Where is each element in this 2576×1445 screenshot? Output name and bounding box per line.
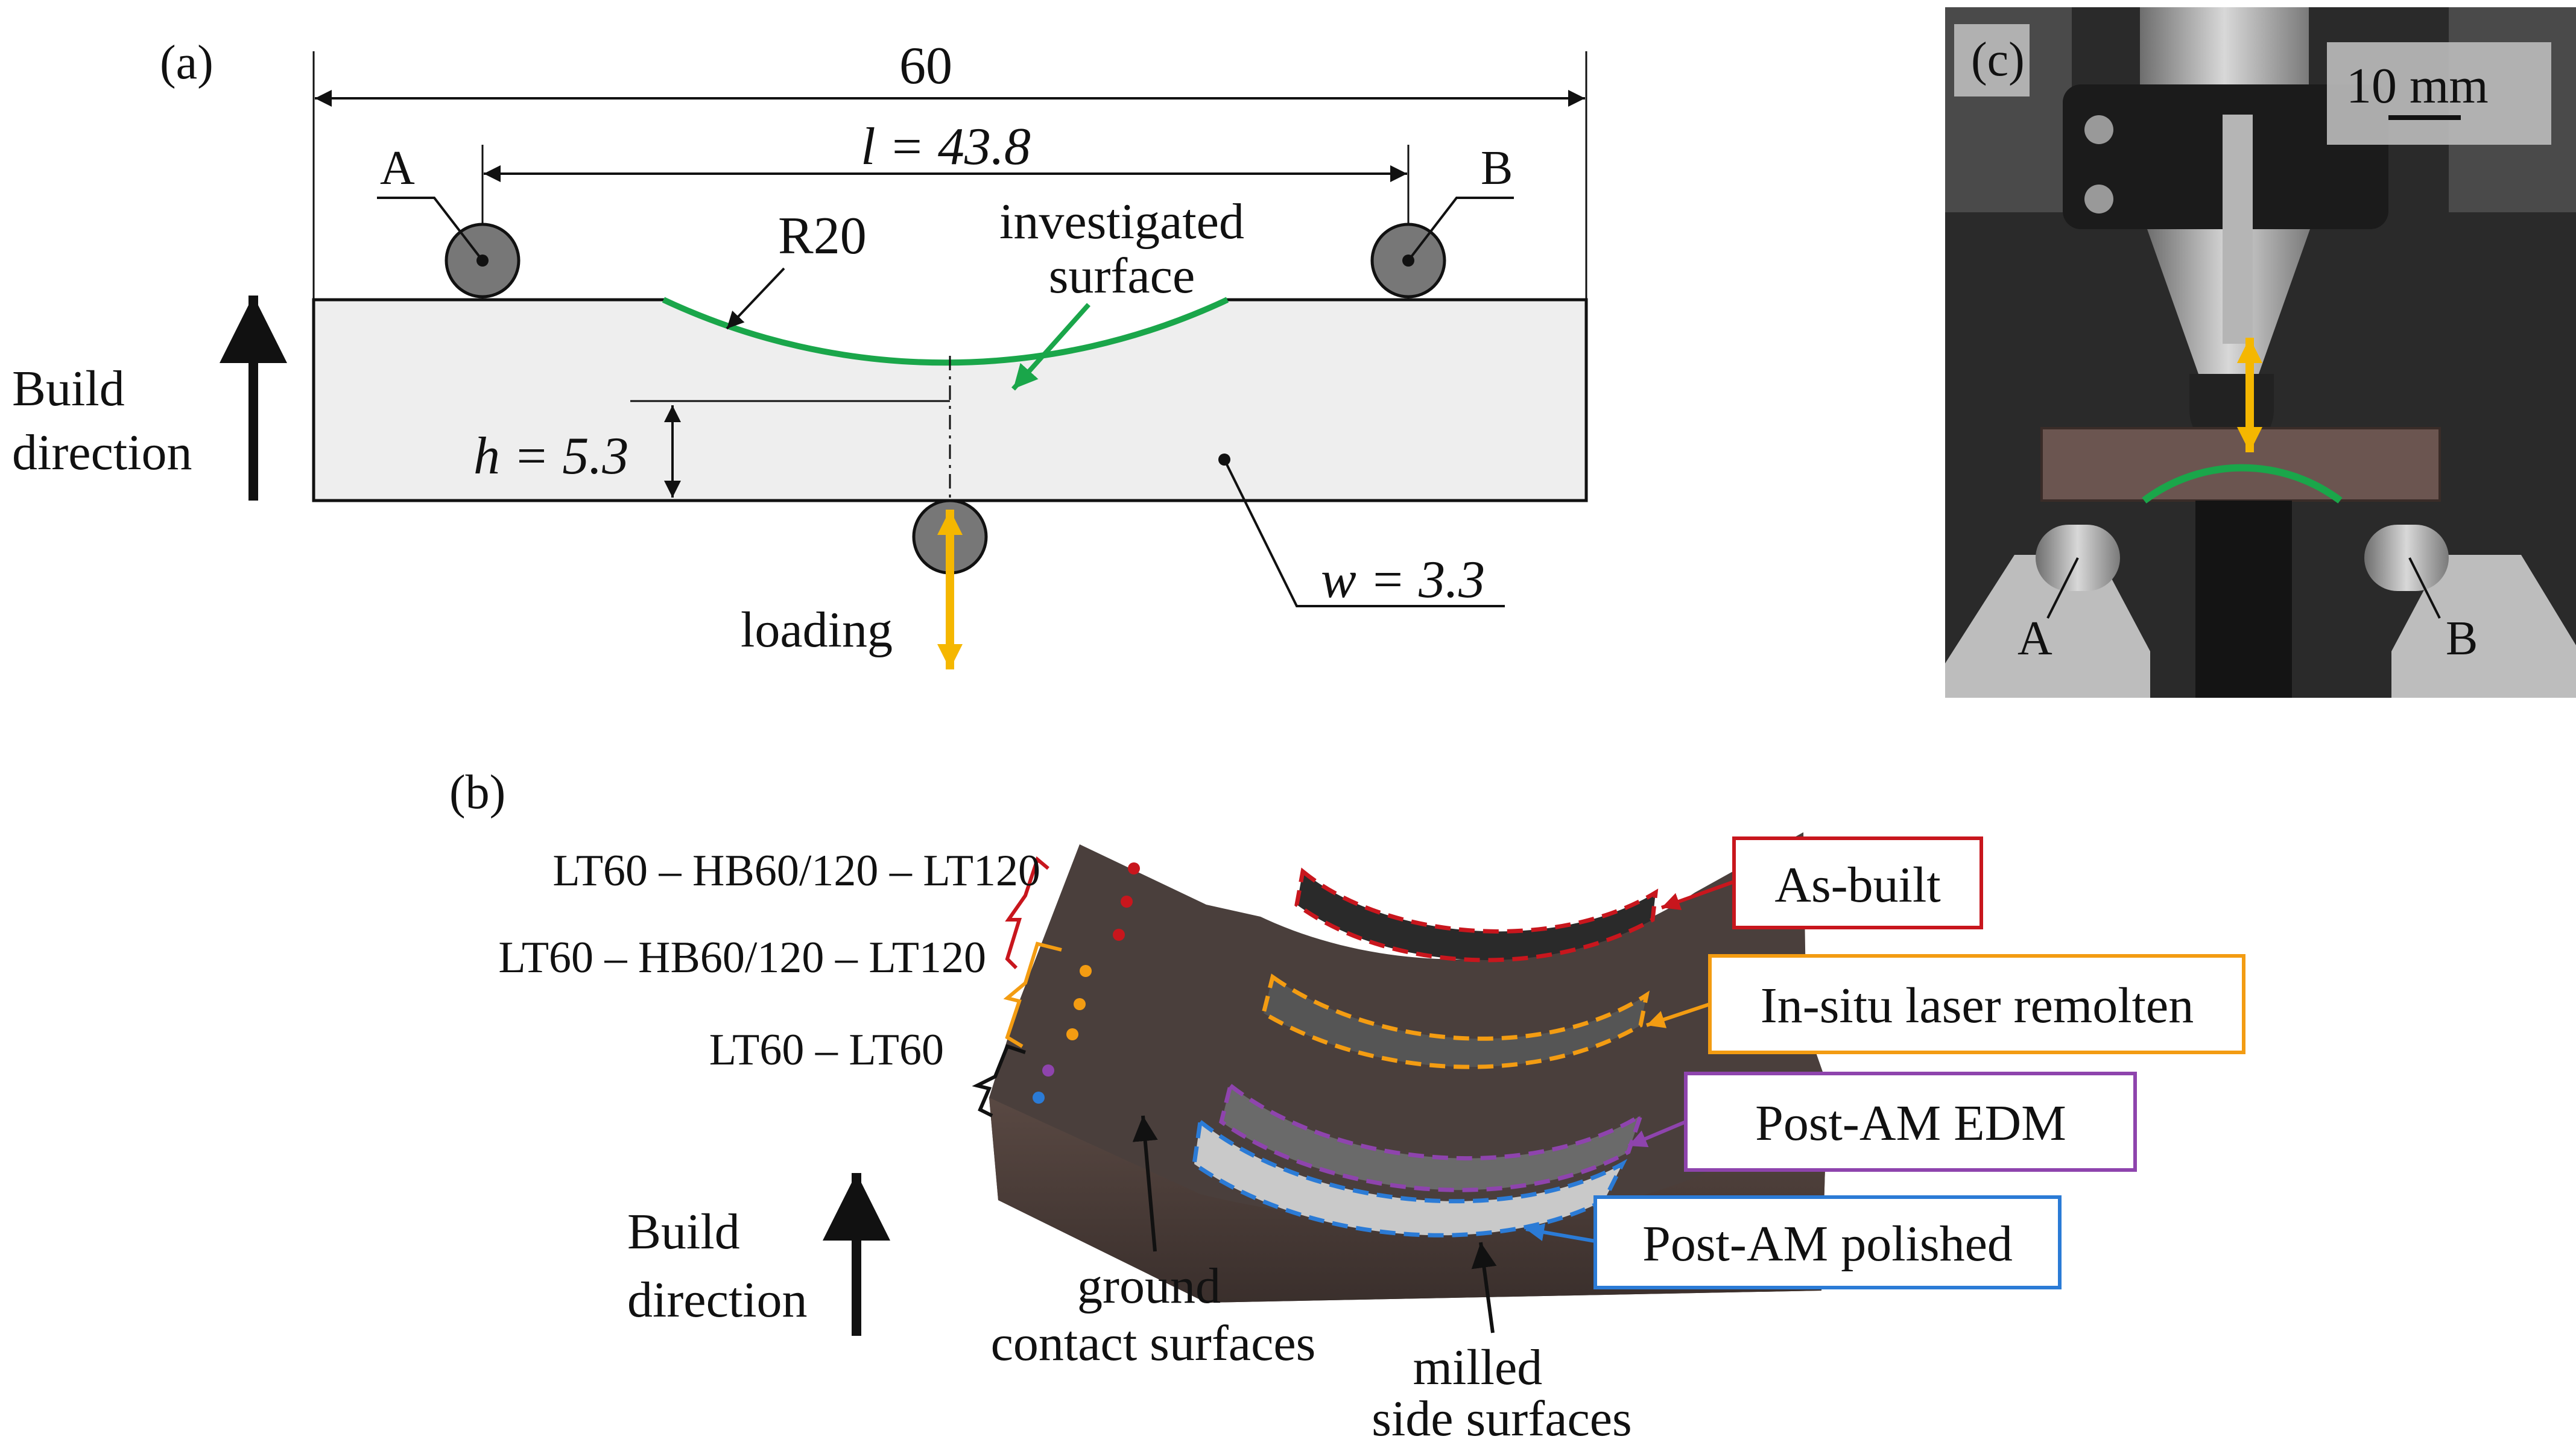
milled-label-2: side surfaces bbox=[1372, 1391, 1631, 1445]
scale-box bbox=[2327, 42, 2551, 145]
box-remolten-text: In-situ laser remolten bbox=[1761, 978, 2194, 1034]
build-b-label-1: Build bbox=[627, 1204, 740, 1260]
radius-leader bbox=[726, 267, 785, 330]
ground-label-2: contact surfaces bbox=[991, 1315, 1316, 1371]
height-label: h = 5.3 bbox=[473, 427, 628, 485]
photo-label-b: B bbox=[2446, 612, 2478, 665]
dot-orange-3 bbox=[1066, 1028, 1078, 1040]
bracket-group-2 bbox=[1003, 941, 1062, 1048]
ram-thread bbox=[2223, 115, 2253, 344]
panel-b: (b) LT60 – HB60/120 – LT120 LT60 – HB60/… bbox=[449, 766, 2245, 1445]
clamp-screw-2 bbox=[2084, 185, 2113, 213]
arrow-polished bbox=[1525, 1223, 1596, 1243]
investigated-surface-arc bbox=[662, 297, 1229, 366]
box-polished bbox=[1593, 1195, 2062, 1289]
center-post bbox=[2195, 501, 2292, 698]
radius-label: R20 bbox=[778, 207, 867, 265]
ram bbox=[2140, 7, 2309, 98]
box-polished-text: Post-AM polished bbox=[1642, 1216, 2013, 1272]
arrow-remolten bbox=[1646, 1002, 1710, 1028]
arrow-as-built bbox=[1660, 880, 1735, 911]
width-label: w = 3.3 bbox=[1321, 551, 1485, 609]
build-label-1: Build bbox=[12, 361, 125, 417]
arrow-edm bbox=[1627, 1120, 1687, 1148]
photo-leader-a bbox=[2046, 557, 2079, 619]
photo-leader-b bbox=[2408, 557, 2441, 619]
dot-purple-1 bbox=[1042, 1064, 1054, 1077]
dim-l-text: l = 43.8 bbox=[861, 118, 1031, 176]
box-as-built-text: As-built bbox=[1774, 857, 1940, 913]
dot-red-3 bbox=[1113, 929, 1125, 941]
box-edm bbox=[1684, 1072, 2137, 1172]
leader-b bbox=[1407, 197, 1514, 262]
build-label-2: direction bbox=[12, 425, 192, 481]
leader-a bbox=[377, 197, 484, 262]
label-c-box bbox=[1954, 24, 2030, 96]
width-leader bbox=[1223, 459, 1505, 607]
block-top bbox=[989, 832, 1828, 1303]
panel-c: A B (c) 10 mm bbox=[1945, 7, 2576, 698]
milled-arrow bbox=[1471, 1242, 1497, 1333]
outline-remolten bbox=[1261, 973, 1650, 1069]
track-edm bbox=[1221, 1086, 1641, 1190]
bracket-group-1 bbox=[1005, 856, 1049, 970]
panel-b-label: (b) bbox=[449, 766, 505, 819]
loading-label: loading bbox=[741, 602, 893, 658]
dot-orange-1 bbox=[1080, 965, 1092, 977]
dot-orange-2 bbox=[1074, 998, 1086, 1010]
group-2-label: LT60 – HB60/120 – LT120 bbox=[498, 933, 986, 982]
outline-edm bbox=[1219, 1081, 1645, 1192]
width-dot bbox=[1218, 454, 1230, 466]
label-b: B bbox=[1481, 142, 1513, 195]
box-as-built bbox=[1732, 836, 1983, 929]
box-edm-text: Post-AM EDM bbox=[1755, 1095, 2066, 1151]
dot-blue-1 bbox=[1033, 1092, 1045, 1104]
investigated-label-1: investigated bbox=[999, 194, 1244, 250]
clamp-screw-1 bbox=[2084, 115, 2113, 144]
photo-arc bbox=[2142, 464, 2343, 504]
panel-a: (a) 60 l = 43.8 A B R20 investigated sur… bbox=[12, 36, 1588, 669]
scale-label: 10 mm bbox=[2346, 58, 2489, 114]
panel-a-label: (a) bbox=[160, 36, 214, 89]
build-b-label-2: direction bbox=[627, 1272, 808, 1328]
support-block-left bbox=[1945, 555, 2150, 698]
group-1-label: LT60 – HB60/120 – LT120 bbox=[552, 846, 1040, 896]
box-remolten bbox=[1708, 954, 2245, 1054]
dot-red-2 bbox=[1121, 896, 1133, 908]
investigated-label-2: surface bbox=[1049, 248, 1195, 304]
label-a: A bbox=[380, 142, 415, 195]
milled-label-1: milled bbox=[1413, 1339, 1543, 1396]
support-block-right bbox=[2391, 555, 2576, 698]
ground-label-1: ground bbox=[1077, 1258, 1221, 1314]
track-as-built bbox=[1297, 871, 1656, 960]
dim-60-text: 60 bbox=[899, 37, 952, 95]
outline-as-built bbox=[1294, 867, 1659, 963]
support-roller-right bbox=[2364, 525, 2449, 591]
group-3-label: LT60 – LT60 bbox=[709, 1025, 944, 1075]
panel-c-label: (c) bbox=[1971, 33, 2025, 86]
ground-arrow bbox=[1132, 1115, 1158, 1252]
dot-red-1 bbox=[1128, 862, 1140, 874]
bracket-group-3 bbox=[972, 1044, 1026, 1118]
investigated-arrow bbox=[1011, 303, 1090, 391]
track-remolten bbox=[1264, 977, 1647, 1067]
photo-label-a: A bbox=[2017, 612, 2052, 665]
track-polished bbox=[1194, 1122, 1622, 1236]
